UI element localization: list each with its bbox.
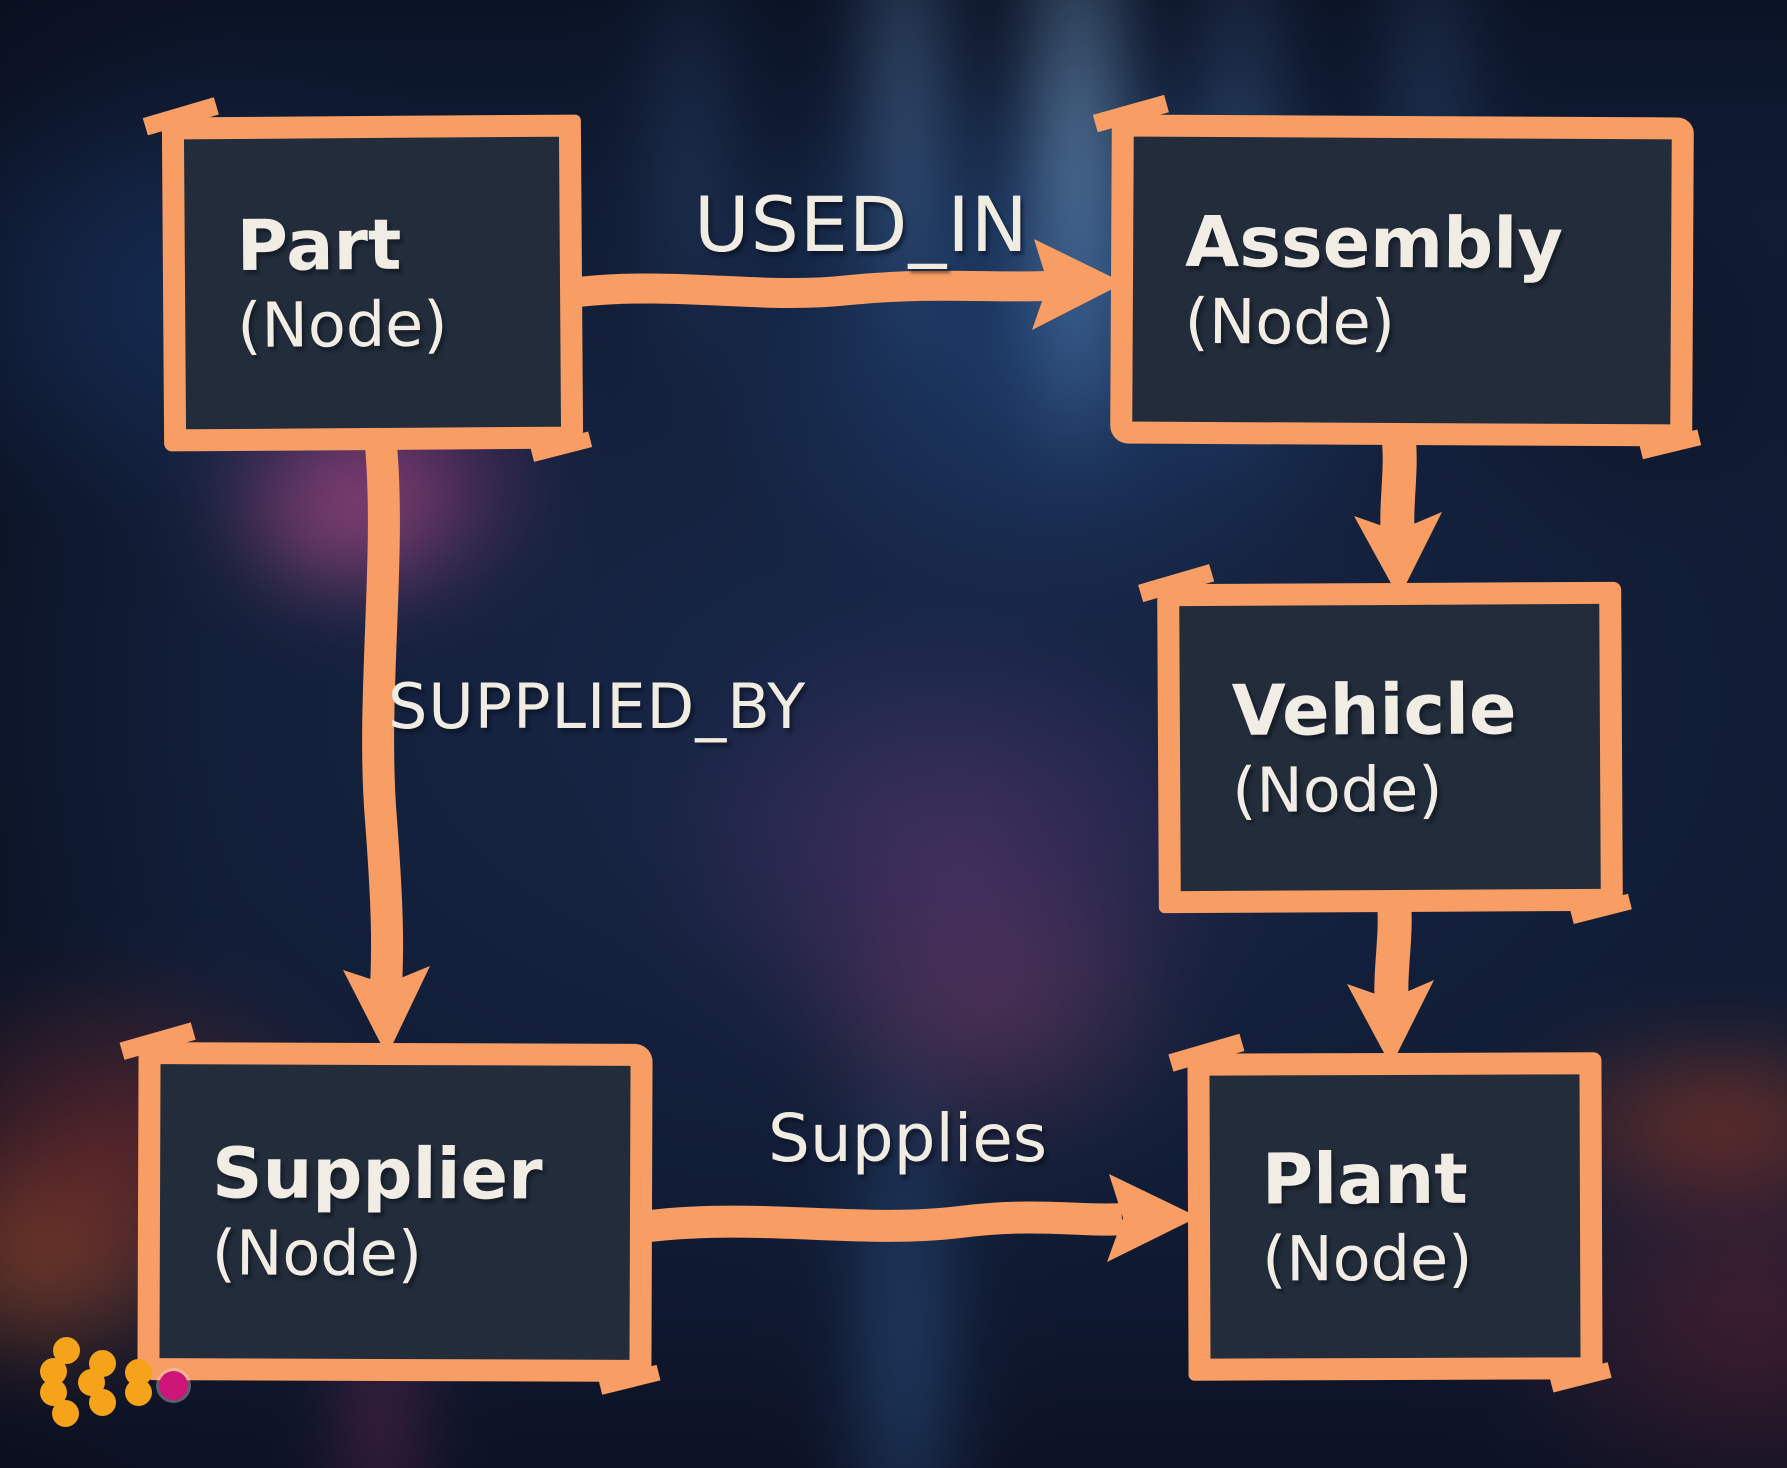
node-part-type: (Node)	[237, 287, 448, 362]
edge-label-supplies: Supplies	[768, 1100, 1048, 1177]
logo-dot	[89, 1389, 116, 1416]
node-vehicle-name: Vehicle	[1231, 667, 1517, 752]
node-assembly: Assembly (Node)	[1110, 114, 1694, 447]
node-supplier-name: Supplier	[211, 1132, 543, 1216]
arrow-used-in	[576, 239, 1124, 330]
arrow-assembly-vehicle	[1354, 429, 1442, 598]
node-plant-type: (Node)	[1262, 1221, 1473, 1295]
edge-label-used-in: USED_IN	[694, 180, 1029, 269]
logo-dot-pink	[159, 1371, 188, 1400]
node-part: Part (Node)	[161, 114, 584, 452]
node-assembly-type: (Node)	[1184, 284, 1396, 359]
node-plant: Plant (Node)	[1187, 1052, 1603, 1381]
edge-label-supplied-by: SUPPLIED_BY	[388, 670, 807, 743]
node-vehicle-type: (Node)	[1232, 752, 1443, 827]
arrow-supplied-by	[343, 444, 430, 1056]
node-vehicle: Vehicle (Node)	[1157, 581, 1623, 914]
arrow-supplies	[648, 1174, 1198, 1262]
node-supplier-type: (Node)	[211, 1216, 423, 1291]
arrow-vehicle-plant	[1347, 898, 1434, 1066]
logo-dot	[125, 1379, 152, 1406]
node-supplier: Supplier (Node)	[137, 1042, 653, 1382]
logo-dot	[52, 1400, 79, 1427]
node-assembly-name: Assembly	[1184, 200, 1564, 285]
node-plant-name: Plant	[1261, 1137, 1468, 1220]
node-part-name: Part	[236, 203, 402, 287]
